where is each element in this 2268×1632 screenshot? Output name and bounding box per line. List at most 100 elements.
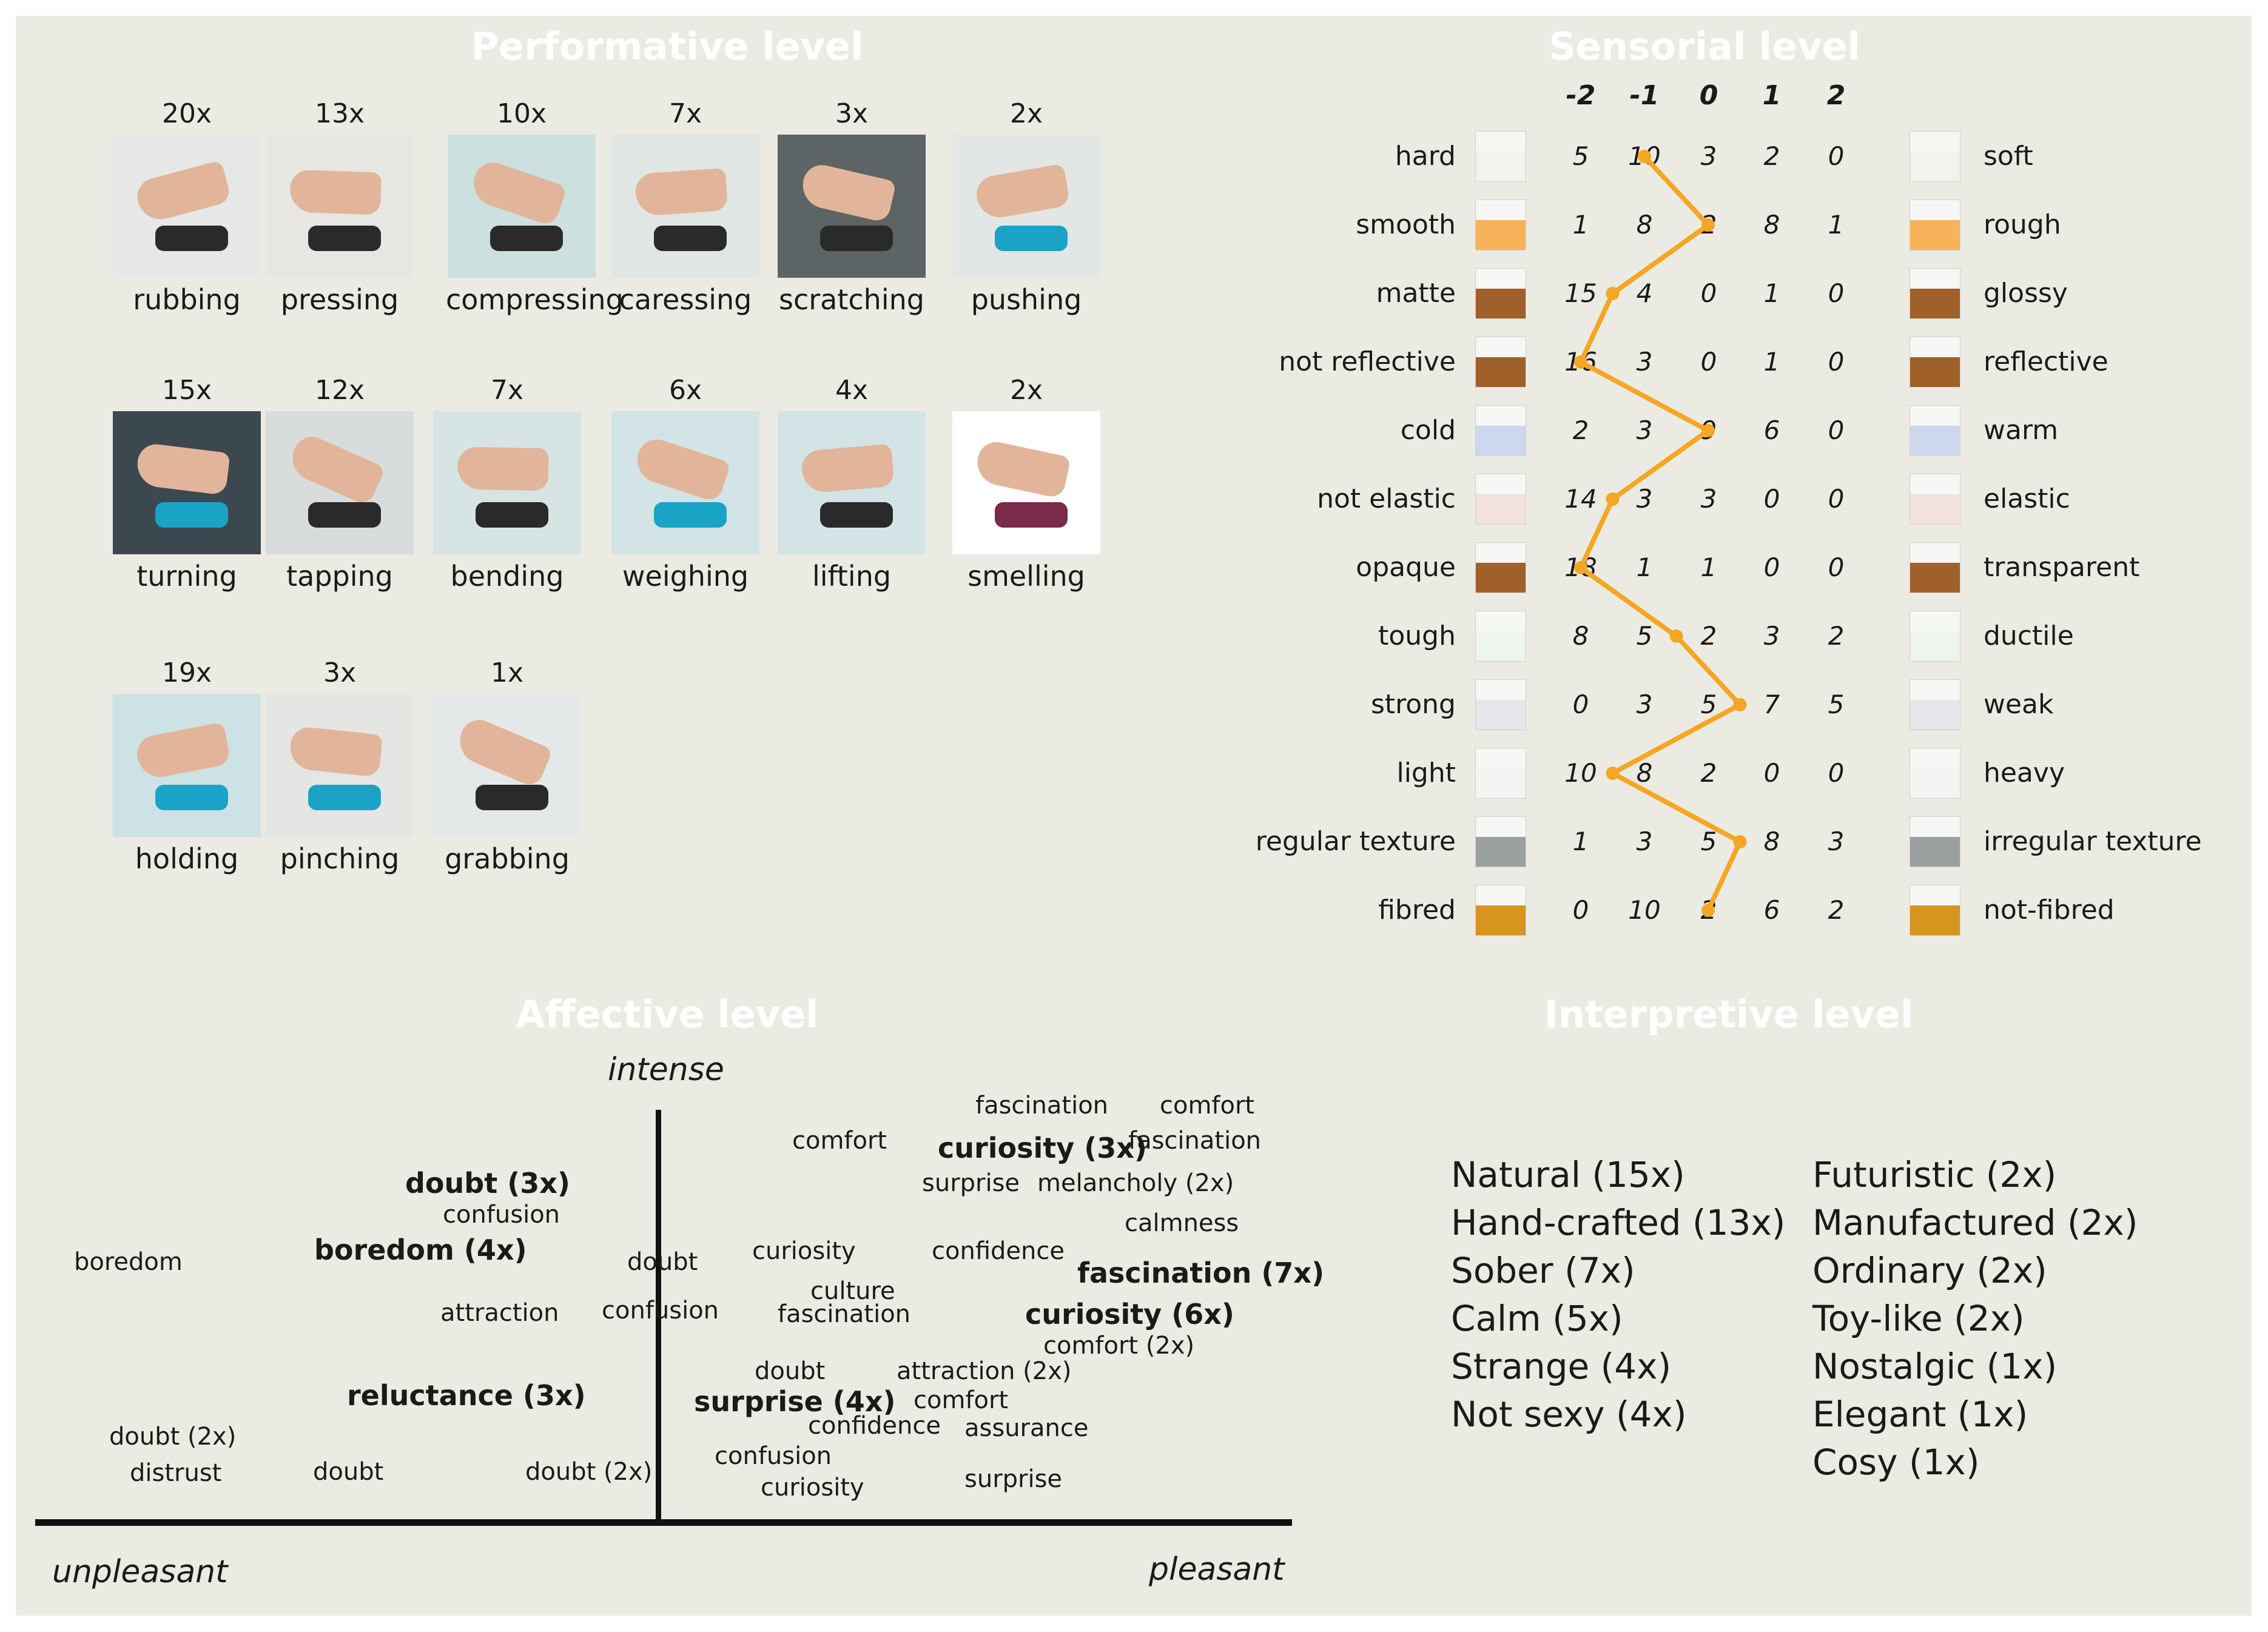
heavy-icon <box>1910 748 1960 799</box>
cell-count: 8 <box>1572 621 1589 651</box>
cell-count: 0 <box>1828 415 1845 445</box>
action-4: 3x scratching <box>776 97 927 317</box>
cold-icon <box>1475 405 1526 456</box>
cell-count: 3 <box>1636 484 1653 514</box>
cell-count: 2 <box>1828 895 1845 925</box>
affect-word: doubt <box>627 1248 698 1276</box>
row-label-left: light <box>1396 757 1456 788</box>
cell-count: 0 <box>1572 690 1589 719</box>
affect-word: surprise <box>964 1465 1063 1493</box>
action-label: scratching <box>779 283 924 316</box>
object-shape <box>820 502 893 528</box>
object-shape <box>308 785 381 810</box>
action-label: compressing <box>446 283 624 316</box>
affect-word: doubt (2x) <box>525 1458 653 1486</box>
affect-word: comfort <box>914 1386 1009 1414</box>
affect-word: surprise <box>922 1169 1020 1197</box>
cell-count: 5 <box>1572 141 1589 171</box>
column-header-0: -2 <box>1566 80 1596 111</box>
affect-word: curiosity (6x) <box>1025 1298 1234 1331</box>
row-label-right: transparent <box>1984 552 2140 583</box>
hand-caressing-icon <box>611 135 759 278</box>
cell-count: 3 <box>1828 827 1845 856</box>
row-label-right: warm <box>1984 415 2059 446</box>
affect-word: calmness <box>1125 1209 1239 1237</box>
interpretive-item: Ordinary (2x) <box>1812 1250 2047 1291</box>
cell-count: 1 <box>1572 210 1589 240</box>
affect-word: attraction (2x) <box>897 1357 1072 1385</box>
hands-bending-icon <box>433 411 581 554</box>
affect-word: attraction <box>440 1299 559 1327</box>
row-label-left: hard <box>1395 141 1456 172</box>
cell-count: 8 <box>1763 827 1780 856</box>
cell-count: 6 <box>1763 895 1780 925</box>
interpretive-item: Strange (4x) <box>1451 1346 1672 1387</box>
affect-word: doubt <box>313 1458 384 1486</box>
action-count: 7x <box>490 375 524 406</box>
cell-count: 3 <box>1636 415 1653 445</box>
action-label: pressing <box>280 283 399 316</box>
axis-label-intense: intense <box>608 1052 724 1088</box>
cell-count: 2 <box>1828 621 1845 651</box>
affect-word: curiosity <box>761 1474 864 1502</box>
vertical-axis-intensity <box>656 1110 661 1523</box>
affect-word: confidence <box>932 1237 1065 1265</box>
action-count: 6x <box>668 375 702 406</box>
row-label-right: ductile <box>1984 620 2074 651</box>
cell-count: 3 <box>1636 827 1653 856</box>
cell-count: 3 <box>1700 484 1717 514</box>
affect-word: surprise (4x) <box>694 1385 896 1418</box>
action-count: 19x <box>161 657 212 688</box>
mode-line-chart <box>1574 150 1747 917</box>
row-label-right: weak <box>1984 689 2054 720</box>
cell-count: 2 <box>1572 415 1589 445</box>
cell-count: 3 <box>1636 690 1653 719</box>
person-smelling-icon <box>952 411 1100 554</box>
interpretive-item: Manufactured (2x) <box>1812 1202 2138 1243</box>
affect-word: fascination (7x) <box>1077 1257 1325 1289</box>
affect-word: fascination <box>975 1092 1109 1120</box>
light-icon <box>1475 748 1526 799</box>
interpretive-item: Cosy (1x) <box>1812 1442 1980 1483</box>
affect-word: confusion <box>443 1201 560 1229</box>
hand-weighing-icon <box>611 411 759 554</box>
cell-count: 0 <box>1828 484 1845 514</box>
opaque-icon <box>1475 542 1526 593</box>
cell-count: 0 <box>1700 278 1717 308</box>
hard-icon <box>1475 131 1526 182</box>
mode-point-4 <box>1701 424 1715 437</box>
hand-grabbing-icon <box>433 694 581 837</box>
action-count: 3x <box>835 98 869 129</box>
action-label: lifting <box>812 560 892 593</box>
action-count: 13x <box>314 98 365 129</box>
object-shape <box>995 226 1068 251</box>
affective-title: Affective level <box>516 992 819 1036</box>
action-count: 2x <box>1009 375 1043 406</box>
action-count: 1x <box>490 657 524 688</box>
object-shape <box>155 785 228 810</box>
interpretive-item: Sober (7x) <box>1451 1250 1635 1291</box>
affect-word: confusion <box>602 1297 719 1325</box>
cell-count: 8 <box>1636 210 1653 240</box>
not-reflective-icon <box>1475 337 1526 388</box>
affect-word: confidence <box>808 1412 941 1440</box>
action-count: 4x <box>835 375 869 406</box>
cell-count: 2 <box>1700 621 1717 651</box>
row-label-left: opaque <box>1356 552 1456 583</box>
row-label-left: not reflective <box>1279 346 1456 377</box>
cell-count: 0 <box>1700 347 1717 377</box>
cell-count: 8 <box>1763 210 1780 240</box>
mode-polyline <box>1578 155 1743 912</box>
cell-count: 15 <box>1564 278 1597 308</box>
hand-turning-icon <box>113 411 261 554</box>
row-label-right: reflective <box>1984 346 2108 377</box>
hand-lifting-icon <box>778 411 926 554</box>
row-label-right: elastic <box>1984 483 2070 514</box>
action-count: 3x <box>323 657 357 688</box>
